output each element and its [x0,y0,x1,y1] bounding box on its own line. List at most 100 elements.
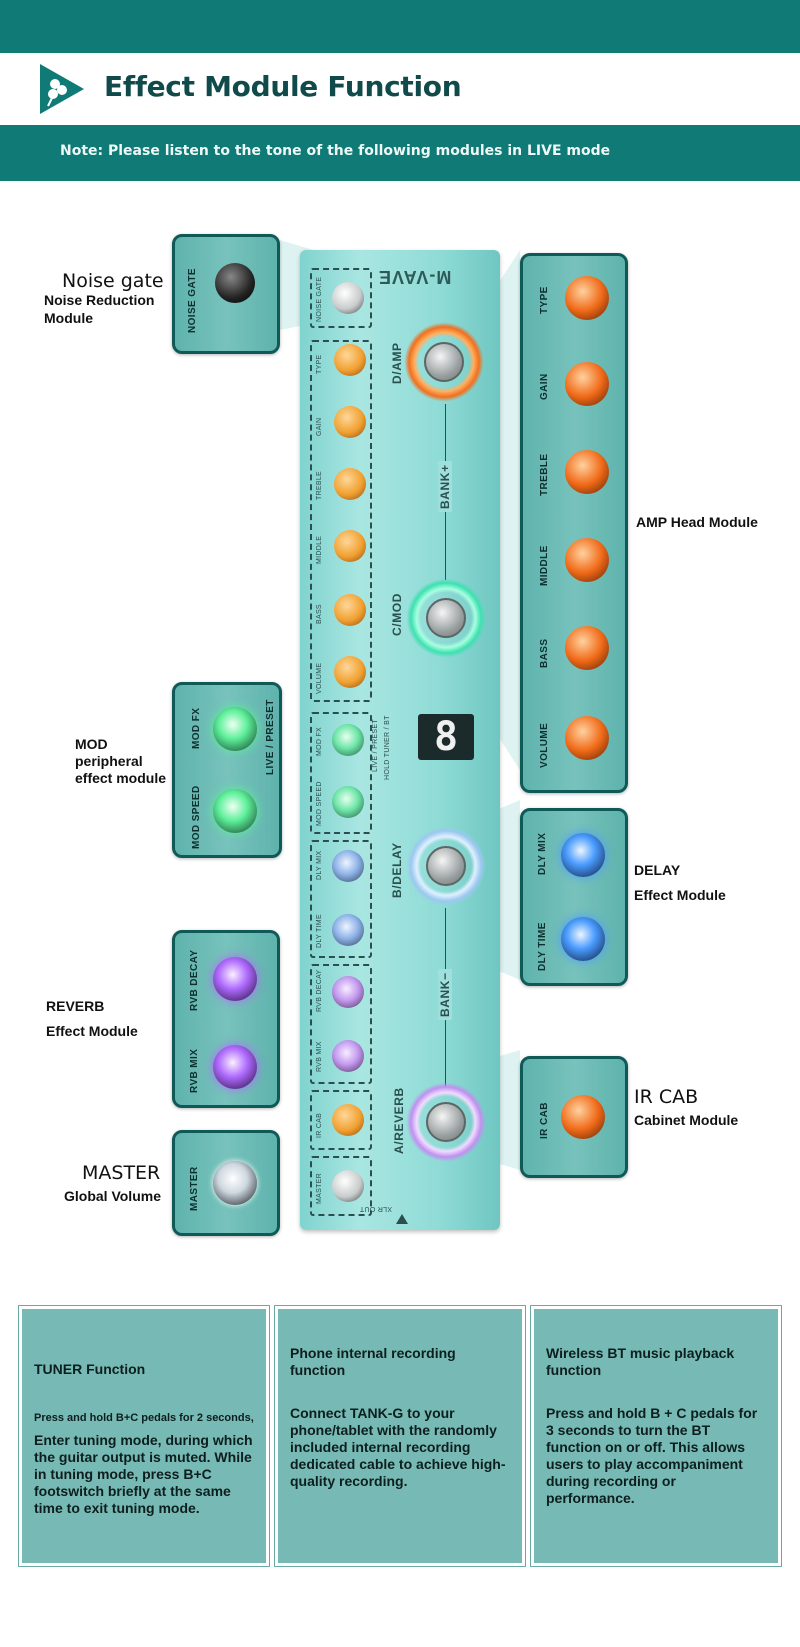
panel-type-label: TYPE [539,286,550,314]
ircab-callout-sub: Cabinet Module [634,1112,739,1128]
panel-ir-cab-label: IR CAB [539,1102,550,1139]
panel-middle-label: MIDDLE [539,545,550,586]
page-title: Effect Module Function [104,70,462,103]
panel-bass-knob [565,626,609,670]
group-delay [310,840,372,958]
panel-dly-time-label: DLY TIME [537,922,548,971]
delay-panel: DLY MIX DLY TIME [520,808,628,986]
group-reverb [310,964,372,1084]
amp-panel: TYPE GAIN TREBLE MIDDLE BASS VOLUME [520,253,628,793]
info-bt-body: Press and hold B + C pedals for 3 second… [546,1405,758,1506]
panel-gain-label: GAIN [539,373,550,400]
info-tuner-small: Press and hold B+C pedals for 2 seconds, [34,1412,254,1424]
group-amp [310,340,372,702]
panel-mod-fx-label: MOD FX [191,707,202,749]
middle-knob[interactable] [334,530,366,562]
group-noise-gate [310,268,372,328]
panel-bass-label: BASS [539,638,550,668]
panel-rvb-decay-knob [213,957,257,1001]
gain-knob[interactable] [334,406,366,438]
mod-fx-label: MOD FX [316,726,323,756]
panel-mod-speed-label: MOD SPEED [191,785,202,849]
rvb-mix-knob[interactable] [332,1040,364,1072]
bass-knob[interactable] [334,594,366,626]
panel-gain-knob [565,362,609,406]
rvb-mix-label: RVB MIX [316,1041,323,1072]
master-label: MASTER [316,1173,323,1204]
panel-ir-cab-knob [561,1095,605,1139]
seven-segment-display: 8 [418,714,474,760]
panel-middle-knob [565,538,609,582]
footswitch-a-reverb[interactable] [406,1082,486,1162]
panel-noise-gate-knob [215,263,255,303]
treble-label: TREBLE [316,470,323,500]
info-bt-title: Wireless BT music playback function [546,1345,735,1378]
panel-mod-fx-knob [213,707,257,751]
note-text: Note: Please listen to the tone of the f… [60,143,611,159]
bass-label: BASS [316,604,323,624]
mod-panel: MOD FX MOD SPEED LIVE / PRESET [172,682,282,858]
panel-type-knob [565,276,609,320]
top-band [0,0,800,53]
reverb-callout-line1: REVERB [46,998,105,1014]
noise-gate-label: NOISE GATE [316,276,323,322]
panel-treble-label: TREBLE [539,453,550,496]
bank-down-label: BANK− [438,969,452,1020]
treble-knob[interactable] [334,468,366,500]
volume-label: VOLUME [316,662,323,694]
footswitch-c-mod[interactable] [406,578,486,658]
delay-callout-line2: Effect Module [634,887,726,903]
info-tuner-title: TUNER Function [34,1361,146,1377]
noise-gate-callout-title: Noise gate [62,270,164,292]
mod-speed-label: MOD SPEED [316,781,323,826]
xlr-out-arrow-icon [396,1214,408,1224]
rvb-decay-knob[interactable] [332,976,364,1008]
bank-up-label: BANK+ [438,461,452,512]
dly-time-knob[interactable] [332,914,364,946]
gain-label: GAIN [316,417,323,436]
footswitch-b-delay[interactable] [406,826,486,906]
footswitch-b-label: B/DELAY [390,842,404,898]
panel-volume-knob [565,716,609,760]
reverb-panel: RVB DECAY RVB MIX [172,930,280,1108]
panel-rvb-decay-label: RVB DECAY [189,949,200,1011]
info-tuner-body: Enter tuning mode, during which the guit… [34,1432,253,1516]
panel-master-label: MASTER [189,1166,200,1211]
xlr-out-label: XLR OUT [359,1205,392,1212]
master-callout-sub: Global Volume [64,1188,161,1204]
volume-knob[interactable] [334,656,366,688]
footswitch-d-amp[interactable] [404,322,484,402]
type-knob[interactable] [334,344,366,376]
panel-volume-label: VOLUME [539,722,550,768]
noise-gate-knob[interactable] [332,282,364,314]
footswitch-d-label: D/AMP [390,342,404,384]
panel-mod-speed-knob [213,789,257,833]
info-box-bt: Wireless BT music playback function Pres… [530,1305,782,1567]
mod-speed-knob[interactable] [332,786,364,818]
group-ircab [310,1090,372,1150]
mod-callout-line3: effect module [75,770,167,786]
mod-callout-line2: peripheral [75,753,143,769]
mod-fx-knob[interactable] [332,724,364,756]
panel-dly-mix-label: DLY MIX [537,832,548,875]
middle-label: MIDDLE [316,535,323,564]
panel-master-knob [213,1161,257,1205]
dly-mix-label: DLY MIX [316,850,323,880]
live-preset-label: LIVE / PRESET [372,719,379,772]
title-bar [0,53,800,125]
master-knob[interactable] [332,1170,364,1202]
mod-callout-line1: MOD [75,736,108,752]
group-master [310,1156,372,1216]
ir-cab-knob[interactable] [332,1104,364,1136]
dly-mix-knob[interactable] [332,850,364,882]
panel-dly-time-knob [561,917,605,961]
dly-time-label: DLY TIME [316,914,323,948]
panel-treble-knob [565,450,609,494]
master-callout-title: MASTER [82,1162,161,1184]
panel-noise-gate-label: NOISE GATE [187,268,198,333]
note-bar [0,125,800,181]
info-recording-body: Connect TANK-G to your phone/tablet with… [290,1405,506,1489]
footswitch-c-label: C/MOD [390,593,404,636]
noise-gate-panel: NOISE GATE [172,234,280,354]
brand-name: M-VAVE [378,267,452,287]
